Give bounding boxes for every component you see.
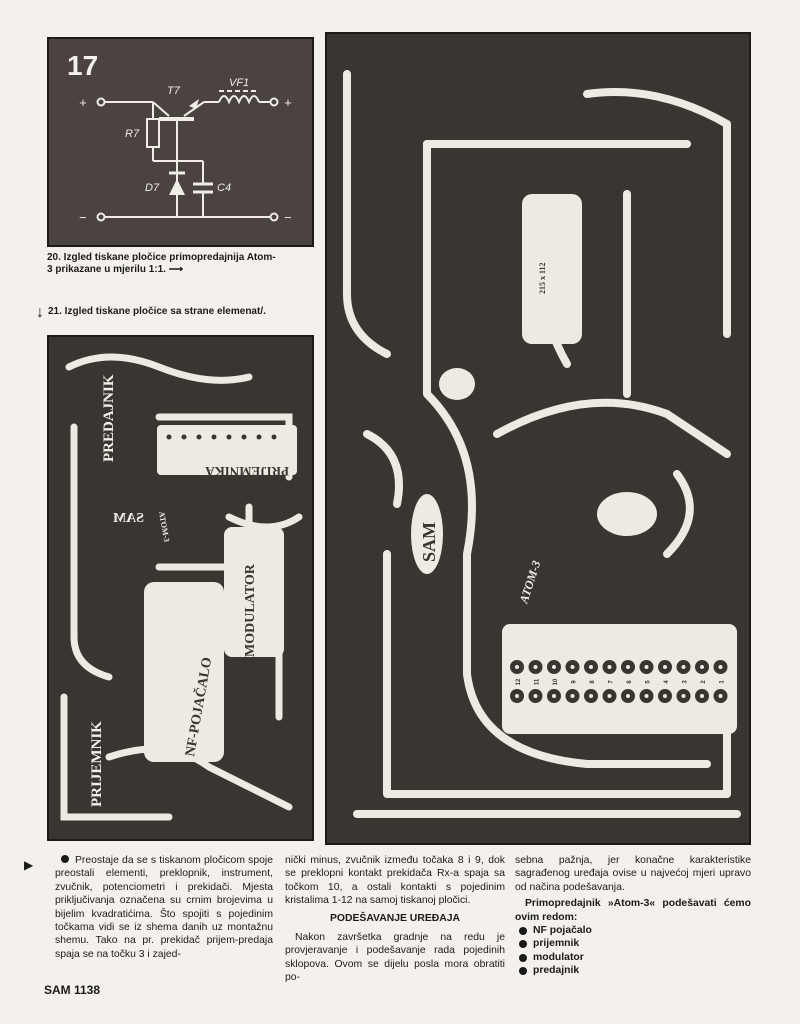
- label-atom: ATOM-3: [157, 511, 171, 543]
- contact-hole: [718, 665, 723, 669]
- label-modulator: MODULATOR: [243, 563, 258, 657]
- contact-number: 2: [701, 680, 707, 684]
- paragraph-text: Primopredajnik »Atom-3« podešavati ćemo …: [515, 898, 751, 923]
- contact-hole: [681, 665, 686, 669]
- side-marker-icon: ▶: [24, 858, 34, 872]
- paragraph-text: nički minus, zvučnik između točaka 8 i 9…: [285, 855, 505, 907]
- figure-number: 17: [67, 50, 98, 81]
- paragraph-text: Preostaje da se s tiskanom pločicom spoj…: [55, 855, 273, 960]
- caption-text: 20. Izgled tiskane pločice primopredajni…: [47, 252, 276, 275]
- list-item: NF pojačalo: [515, 924, 751, 937]
- contact-hole: [626, 694, 630, 698]
- contact-number: 3: [683, 680, 689, 684]
- article-column-1: Preostaje da se s tiskanom pločicom spoj…: [55, 854, 273, 961]
- page-footer: SAM 1138: [44, 983, 101, 997]
- label-prijemnik: PRIJEMNIK: [89, 721, 105, 807]
- contact-hole: [570, 694, 575, 698]
- adjustment-order-list: NF pojačalo prijemnik modulator predajni…: [515, 924, 751, 978]
- contact-hole: [533, 665, 538, 669]
- pcb-copper-drawing: 12 11 10 9 8 7 6 5 4 3 2 1 215 x 112 SAM ATOM-3: [343, 70, 741, 818]
- contact-number: 1: [720, 680, 726, 684]
- paragraph-text: Nakon završetka gradnje na redu je provj…: [285, 932, 505, 984]
- paragraph-text: sebna pažnja, jer konačne karakteristike…: [515, 855, 751, 893]
- bullet-icon: [61, 855, 69, 863]
- contact-number: 7: [609, 680, 615, 684]
- contact-number: 5: [646, 680, 652, 684]
- caption-figure-21: 21. Izgled tiskane pločice sa strane ele…: [48, 306, 266, 317]
- list-item: predajnik: [515, 964, 751, 977]
- crystal-contact-row: 12 11 10 9 8 7 6 5 4 3 2 1: [510, 660, 728, 703]
- contact-hole: [607, 665, 612, 669]
- contact-hole: [552, 665, 556, 669]
- label-predajnik: PREDAJNIK: [101, 374, 117, 462]
- arrow-right-icon: ⟶: [168, 264, 184, 275]
- contact-hole: [700, 694, 704, 698]
- label-oscilator: OSCILATOR: [212, 484, 289, 499]
- contact-hole: [700, 665, 704, 669]
- contact-number: 12: [516, 678, 522, 685]
- contact-number: 8: [590, 680, 596, 684]
- contact-hole: [570, 665, 575, 669]
- caption-figure-20: 20. Izgled tiskane pločice primopredajni…: [47, 252, 277, 276]
- minus-right-label: −: [284, 210, 292, 225]
- contact-hole: [644, 694, 649, 698]
- contact-hole: [663, 665, 667, 669]
- diode-label: D7: [145, 182, 160, 194]
- arrow-down-icon: ↓: [36, 304, 44, 321]
- capacitor-label: C4: [217, 182, 231, 194]
- inductor-label: VF1: [229, 77, 249, 89]
- plus-left-label: +: [79, 95, 87, 110]
- list-item: prijemnik: [515, 937, 751, 950]
- contact-hole: [552, 694, 556, 698]
- contact-hole: [589, 665, 593, 669]
- contact-hole: [644, 665, 649, 669]
- label-sam-mirrored: SAM: [113, 511, 144, 526]
- plus-right-label: +: [284, 95, 292, 110]
- contact-number: 9: [572, 680, 578, 684]
- contact-hole: [607, 694, 612, 698]
- minus-left-label: −: [79, 210, 87, 225]
- schematic-figure-17: 17 + +: [47, 37, 314, 247]
- schematic-diagram: 17 + +: [67, 50, 292, 225]
- contact-hole: [626, 665, 630, 669]
- article-column-2: nički minus, zvučnik između točaka 8 i 9…: [285, 854, 505, 985]
- pcb-component-side: PREDAJNIK OSCILATOR PRIJEMNIKA SAM ATOM-…: [47, 335, 314, 841]
- contact-hole: [533, 694, 538, 698]
- resistor-label: R7: [125, 128, 140, 140]
- contact-number: 6: [627, 680, 633, 684]
- list-item: modulator: [515, 951, 751, 964]
- contact-hole: [589, 694, 593, 698]
- contact-number: 11: [535, 678, 541, 685]
- board-atom-label: ATOM-3: [516, 559, 543, 606]
- contact-number: 4: [664, 680, 670, 684]
- article-column-3: sebna pažnja, jer konačne karakteristike…: [515, 854, 751, 978]
- transistor-label: T7: [167, 85, 181, 97]
- pcb-component-drawing: PREDAJNIK OSCILATOR PRIJEMNIKA SAM ATOM-…: [60, 353, 303, 821]
- contact-hole: [681, 694, 686, 698]
- board-sam-label: SAM: [419, 522, 439, 562]
- section-heading: PODEŠAVANJE UREĐAJA: [329, 912, 461, 924]
- label-prijemnika: PRIJEMNIKA: [205, 464, 289, 479]
- contact-hole: [515, 694, 519, 698]
- contact-hole: [718, 694, 723, 698]
- board-size-label: 215 x 112: [538, 262, 547, 294]
- pcb-copper-side: 12 11 10 9 8 7 6 5 4 3 2 1 215 x 112 SAM ATOM-3: [325, 32, 751, 845]
- contact-number: 10: [553, 678, 559, 685]
- contact-hole: [515, 665, 519, 669]
- contact-hole: [663, 694, 667, 698]
